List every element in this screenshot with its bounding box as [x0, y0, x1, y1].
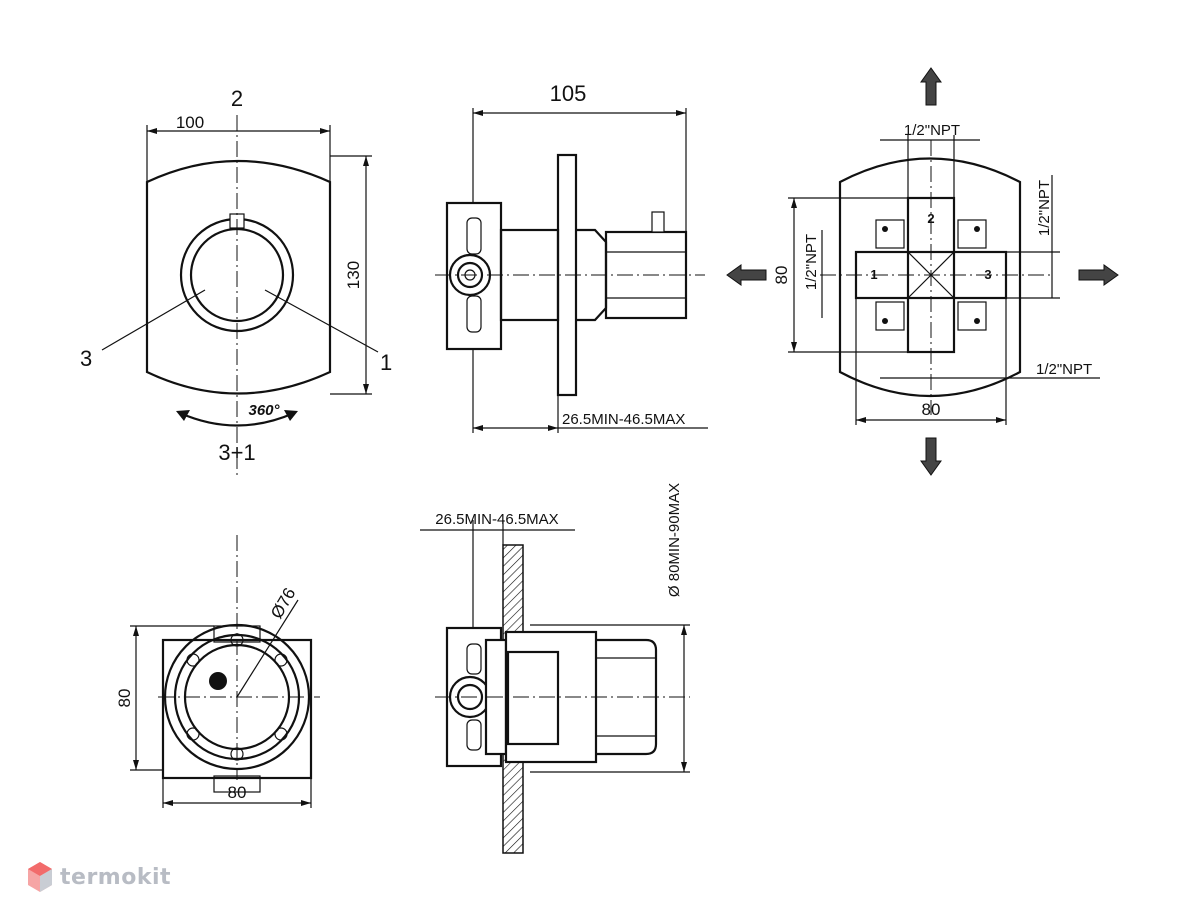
rear-npt-top: 1/2"NPT	[904, 122, 960, 139]
front-view	[101, 115, 379, 475]
rotation-label: 360°	[248, 402, 280, 419]
rear-port-1: 1	[870, 267, 877, 282]
port-3-label: 3	[80, 346, 92, 371]
bottom-front-width-dim: 80	[228, 783, 247, 802]
rear-width-dim: 80	[922, 400, 941, 419]
bottom-side-view	[420, 520, 690, 854]
rear-port-3: 3	[984, 267, 991, 282]
diameter-76-label: Ø76	[267, 585, 300, 622]
mode-3-1-label: 3+1	[218, 440, 255, 465]
rear-npt-left: 1/2"NPT	[803, 234, 820, 290]
rear-port-2: 2	[927, 211, 934, 226]
cutout-range: Ø 80MIN-90MAX	[666, 483, 683, 597]
rear-npt-bottom: 1/2"NPT	[1036, 361, 1092, 378]
rear-view	[726, 67, 1119, 476]
rear-npt-right: 1/2"NPT	[1036, 180, 1053, 236]
bottom-wall-range: 26.5MIN-46.5MAX	[435, 511, 558, 528]
termokit-watermark: termokit	[26, 860, 171, 894]
side-view	[435, 108, 708, 433]
port-2-label: 2	[231, 86, 243, 111]
rear-height-dim: 80	[772, 266, 791, 285]
side-depth-dim: 105	[550, 81, 587, 106]
front-height-dim: 130	[344, 261, 363, 289]
front-width-dim: 100	[176, 113, 204, 132]
watermark-text: termokit	[60, 864, 172, 890]
bottom-front-height-dim: 80	[115, 689, 134, 708]
port-1-label: 1	[380, 350, 392, 375]
side-wall-range: 26.5MIN-46.5MAX	[562, 411, 685, 428]
bottom-front-view	[130, 535, 320, 808]
cube-logo-icon	[28, 862, 52, 892]
